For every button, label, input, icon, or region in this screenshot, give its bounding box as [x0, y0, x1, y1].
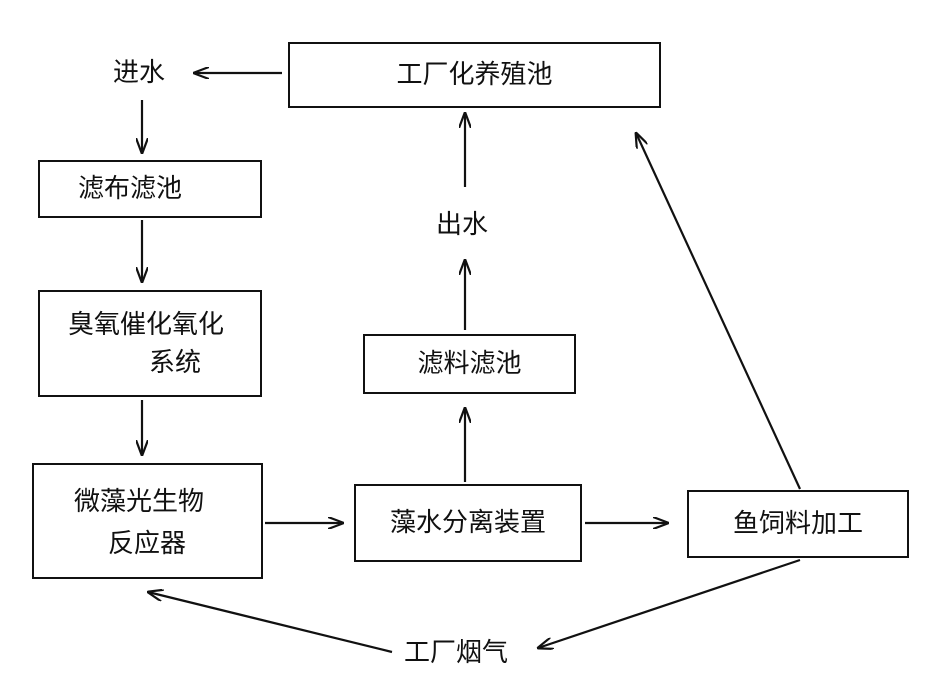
- arrow-feed-to-fish-farm: [636, 133, 800, 489]
- outlet-label: 出水: [436, 208, 488, 242]
- algae-separator-box: 藻水分离装置: [354, 484, 582, 562]
- ozone-system-box: 臭氧催化氧化 系统: [38, 290, 262, 397]
- fish-feed-box: 鱼饲料加工: [687, 490, 909, 558]
- cloth-filter-box: 滤布滤池: [38, 160, 262, 218]
- media-filter-label: 滤料滤池: [417, 347, 521, 381]
- bioreactor-label-line2: 反应器: [90, 527, 204, 561]
- bioreactor-box: 微藻光生物 反应器: [32, 463, 263, 579]
- fish-farm-pool-box: 工厂化养殖池: [288, 42, 661, 108]
- ozone-system-text: 臭氧催化氧化 系统: [68, 308, 224, 380]
- bioreactor-label-line1: 微藻光生物: [74, 485, 204, 519]
- algae-separator-label: 藻水分离装置: [390, 506, 546, 540]
- ozone-system-label-line1: 臭氧催化氧化: [68, 308, 224, 342]
- inlet-label: 进水: [113, 56, 165, 90]
- flue-gas-label: 工厂烟气: [404, 636, 508, 670]
- arrow-flue-gas-to-bioreactor: [148, 592, 392, 652]
- arrow-feed-to-flue-gas: [538, 560, 800, 648]
- fish-farm-pool-label: 工厂化养殖池: [396, 58, 552, 92]
- fish-feed-label: 鱼饲料加工: [733, 507, 863, 541]
- media-filter-box: 滤料滤池: [363, 334, 576, 394]
- bioreactor-text: 微藻光生物 反应器: [74, 485, 204, 561]
- ozone-system-label-line2: 系统: [126, 346, 224, 380]
- cloth-filter-label: 滤布滤池: [78, 172, 182, 206]
